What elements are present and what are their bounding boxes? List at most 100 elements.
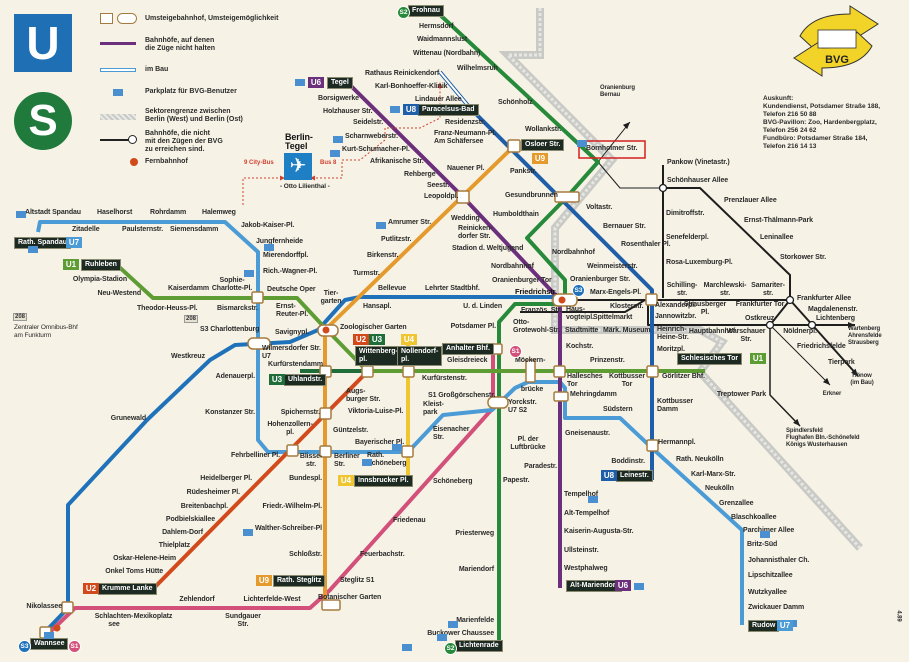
station-label: Seestr. xyxy=(427,182,450,189)
bvg-logo: BVG xyxy=(793,5,879,77)
station-label: Mariendorf xyxy=(458,566,494,573)
line-u6 xyxy=(345,80,562,588)
line-badge-s1: S1 xyxy=(509,345,522,358)
station-label: Nikolassee xyxy=(26,603,62,610)
bus-left-label: 9 City-Bus xyxy=(244,160,274,166)
station-label: Kaiserdamm xyxy=(168,285,210,292)
station-label: Schönholz xyxy=(498,99,533,106)
airplane-icon: ✈ xyxy=(284,153,312,180)
terminus-label: Wannsee xyxy=(30,638,69,650)
line-u8-under-construction-inner xyxy=(439,71,471,109)
station-label: Jungfernheide xyxy=(256,238,303,245)
parking-icon xyxy=(16,211,26,218)
legend-interchange: Umsteigebahnhof, Umsteigemöglichkeit xyxy=(145,15,279,22)
station-label: Güntzelstr. xyxy=(333,427,369,434)
station-label: Fehrbelliner Pl. xyxy=(231,452,280,459)
station-label: Kurt-Schumacher-Pl. xyxy=(342,146,410,153)
station-label: Warschauer Str. xyxy=(726,328,766,343)
airport-bus-links xyxy=(242,82,443,205)
station-label: Ernst-Thälmann-Park xyxy=(744,217,813,224)
station-label: Hermannpl. xyxy=(658,439,696,446)
station-label: Treptower Park xyxy=(716,391,766,398)
parking-icon xyxy=(448,621,458,628)
station-label: Alt-Tempelhof xyxy=(564,510,610,517)
non-bvg-station-marker xyxy=(785,295,795,305)
parking-icon xyxy=(437,634,447,641)
station-label: Rohrdamm xyxy=(150,209,187,216)
station-label: Halemweg xyxy=(202,209,236,216)
station-label: Hohenzollern- pl. xyxy=(267,421,313,436)
station-label: Pankow (Vinetastr.) xyxy=(667,159,730,166)
station-label: Bundespl. xyxy=(289,475,322,482)
parking-icon xyxy=(28,246,38,253)
station-label: Steglitz S1 xyxy=(340,577,375,584)
terminus-label: Rath. Spandau xyxy=(14,237,72,249)
station-label: Weinmeisterstr. xyxy=(587,263,638,270)
station-label: Lindauer Allee xyxy=(415,96,462,103)
parking-icon xyxy=(244,270,254,277)
station-label: Ernst- Reuter-Pl. xyxy=(276,303,309,318)
station-label: Breitenbachpl. xyxy=(180,503,228,510)
station-label: Lichterfelde-West xyxy=(243,596,301,603)
station-label: Adenauerpl. xyxy=(215,373,255,380)
station-label: Magdalenenstr. xyxy=(808,306,858,313)
terminus-label: Osloer Str. xyxy=(521,139,565,151)
direction-arrow-icon xyxy=(793,418,800,426)
station-label: S3 Charlottenburg xyxy=(200,326,260,333)
line-badge-u6: U6 xyxy=(615,580,631,591)
non-bvg-line-icon xyxy=(100,139,130,141)
station-label: Tempelhof xyxy=(564,491,598,498)
station-label: Lipschitzallee xyxy=(748,572,793,579)
line-s2 xyxy=(497,302,565,648)
line-u8 xyxy=(468,106,654,480)
station-label: Zwickauer Damm xyxy=(748,604,805,611)
parking-icon xyxy=(760,531,770,538)
parking-icon xyxy=(402,644,412,651)
station-label: Haselhorst xyxy=(97,209,133,216)
station-label: Rosa-Luxemburg-Pl. xyxy=(666,259,733,266)
station-label: Zoologischer Garten xyxy=(340,324,407,331)
fernbahnhof-icon xyxy=(130,158,138,166)
station-label: Zehlendorf xyxy=(179,596,215,603)
direction-arrow-icon xyxy=(822,377,830,385)
station-label: Leopoldpl. xyxy=(424,193,459,200)
station-label: Mierendorffpl. xyxy=(263,252,309,259)
station-label: Mexikoplatz xyxy=(133,613,173,620)
station-label: Turmstr. xyxy=(353,270,380,277)
legend-under-construction: im Bau xyxy=(145,66,169,73)
station-label: Marchlewski- str. xyxy=(703,282,747,297)
station-label: Friedrichstr. xyxy=(515,287,558,296)
station-label: Johannisthaler Ch. xyxy=(748,557,810,564)
interchange-box xyxy=(456,190,470,204)
interchange-box xyxy=(525,359,536,383)
direction-arrow-icon xyxy=(851,368,858,376)
station-label: Haus- vogteipl. xyxy=(566,306,594,321)
station-label: Gesundbrunnen xyxy=(505,192,558,199)
station-label: Alexanderpl. xyxy=(655,302,696,309)
line-s3 xyxy=(43,295,565,634)
station-label: Oskar-Helene-Heim xyxy=(113,555,176,562)
station-label: Franz-Neumann-Pl. Am Schäfersee xyxy=(434,130,497,145)
station-label: Schloßstr. xyxy=(289,551,322,558)
interchange-box xyxy=(61,601,74,614)
line-badge-u3: U3 xyxy=(369,334,385,345)
line-badge-u8: U8 xyxy=(601,470,617,481)
station-label: Theodor-Heuss-Pl. xyxy=(137,305,198,312)
station-label: Reinicken- dorfer Str. xyxy=(458,225,493,240)
non-bvg-station-marker xyxy=(658,183,668,193)
station-label: Botanischer Garten xyxy=(318,594,382,601)
station-label: Neukölln xyxy=(705,485,734,492)
station-label: Konstanzer Str. xyxy=(205,409,255,416)
station-label: Boddinstr. xyxy=(611,458,645,465)
station-label: Schönhauser Allee xyxy=(667,177,729,184)
station-label: Sundgauer Str. xyxy=(225,613,261,628)
station-label: Tierpark xyxy=(828,359,855,366)
line-badge-u9: U9 xyxy=(256,575,272,586)
station-label: Hermsdorf xyxy=(419,23,454,30)
station-label: Oranienburger Str. xyxy=(570,276,631,283)
station-label: Spittelmarkt xyxy=(593,314,633,321)
station-label: Holzhauser Str. xyxy=(323,108,373,115)
legend-no-stop: Bahnhöfe, auf denen die Züge nicht halte… xyxy=(145,37,216,52)
interchange-oval-icon xyxy=(117,13,137,24)
